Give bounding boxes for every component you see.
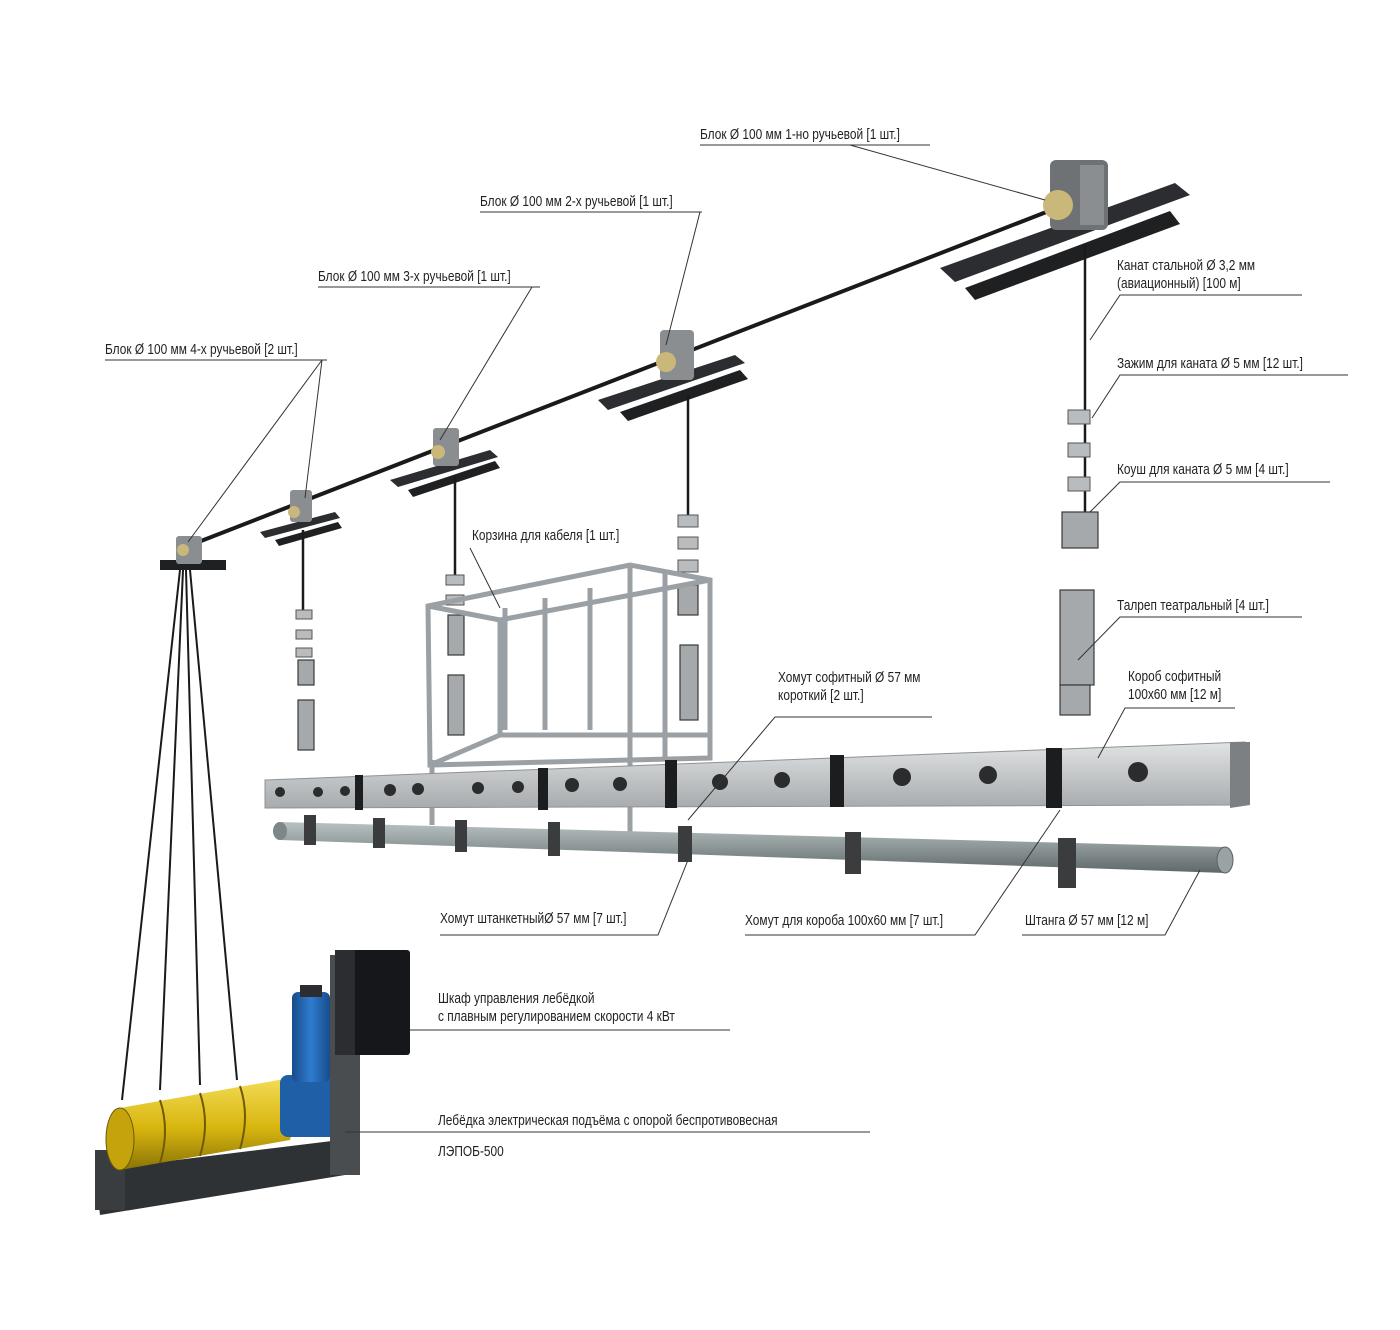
label-block-3: Блок Ø 100 мм 3-х ручьевой [1 шт.] [318, 269, 511, 285]
label-soffit-clamp: Хомут софитный Ø 57 мм короткий [2 шт.] [778, 670, 921, 704]
label-soffit-box: Короб софитный 100x60 мм [12 м] [1128, 669, 1222, 703]
main-rope [182, 193, 1091, 550]
pulley-block-2 [598, 330, 748, 421]
label-box-clamp: Хомут для короба 100x60 мм [7 шт.] [745, 913, 944, 929]
label-cable-basket: Корзина для кабеля [1 шт.] [472, 528, 620, 544]
soffit-box [264, 741, 1250, 810]
batten-pipe [273, 822, 1234, 874]
suspension-lines [301, 245, 1087, 610]
leader-lines [105, 144, 1348, 1133]
label-block-4: Блок Ø 100 мм 4-х ручьевой [2 шт.] [105, 342, 298, 358]
label-pipe: Штанга Ø 57 мм [12 м] [1025, 913, 1149, 929]
winch-ropes [121, 569, 238, 1101]
pulley-block-4a [260, 490, 342, 546]
pulley-block-1 [940, 160, 1190, 300]
cable-basket [425, 562, 713, 835]
label-control-cabinet: Шкаф управления лебёдкой с плавным регул… [438, 991, 675, 1025]
label-turnbuckle: Талреп театральный [4 шт.] [1117, 598, 1269, 614]
label-rope: Канат стальной Ø 3,2 мм (авиационный) [1… [1117, 258, 1256, 292]
label-block-1: Блок Ø 100 мм 1-но ручьевой [1 шт.] [700, 127, 900, 143]
label-rope-clamp: Зажим для каната Ø 5 мм [12 шт.] [1117, 356, 1303, 372]
label-block-2: Блок Ø 100 мм 2-х ручьевой [1 шт.] [480, 194, 673, 210]
turnbuckles [297, 511, 1099, 751]
label-winch-model: ЛЭПОБ-500 [438, 1144, 504, 1160]
label-thimble: Коуш для каната Ø 5 мм [4 шт.] [1117, 462, 1289, 478]
label-winch: Лебёдка электрическая подъёма с опорой б… [438, 1113, 778, 1129]
rope-clamps [295, 409, 1091, 658]
electric-winch [95, 950, 410, 1215]
pipe-clamps [304, 815, 1076, 888]
pulley-block-4b [160, 536, 226, 570]
label-pipe-clamp: Хомут штанкетныйØ 57 мм [7 шт.] [440, 911, 627, 927]
